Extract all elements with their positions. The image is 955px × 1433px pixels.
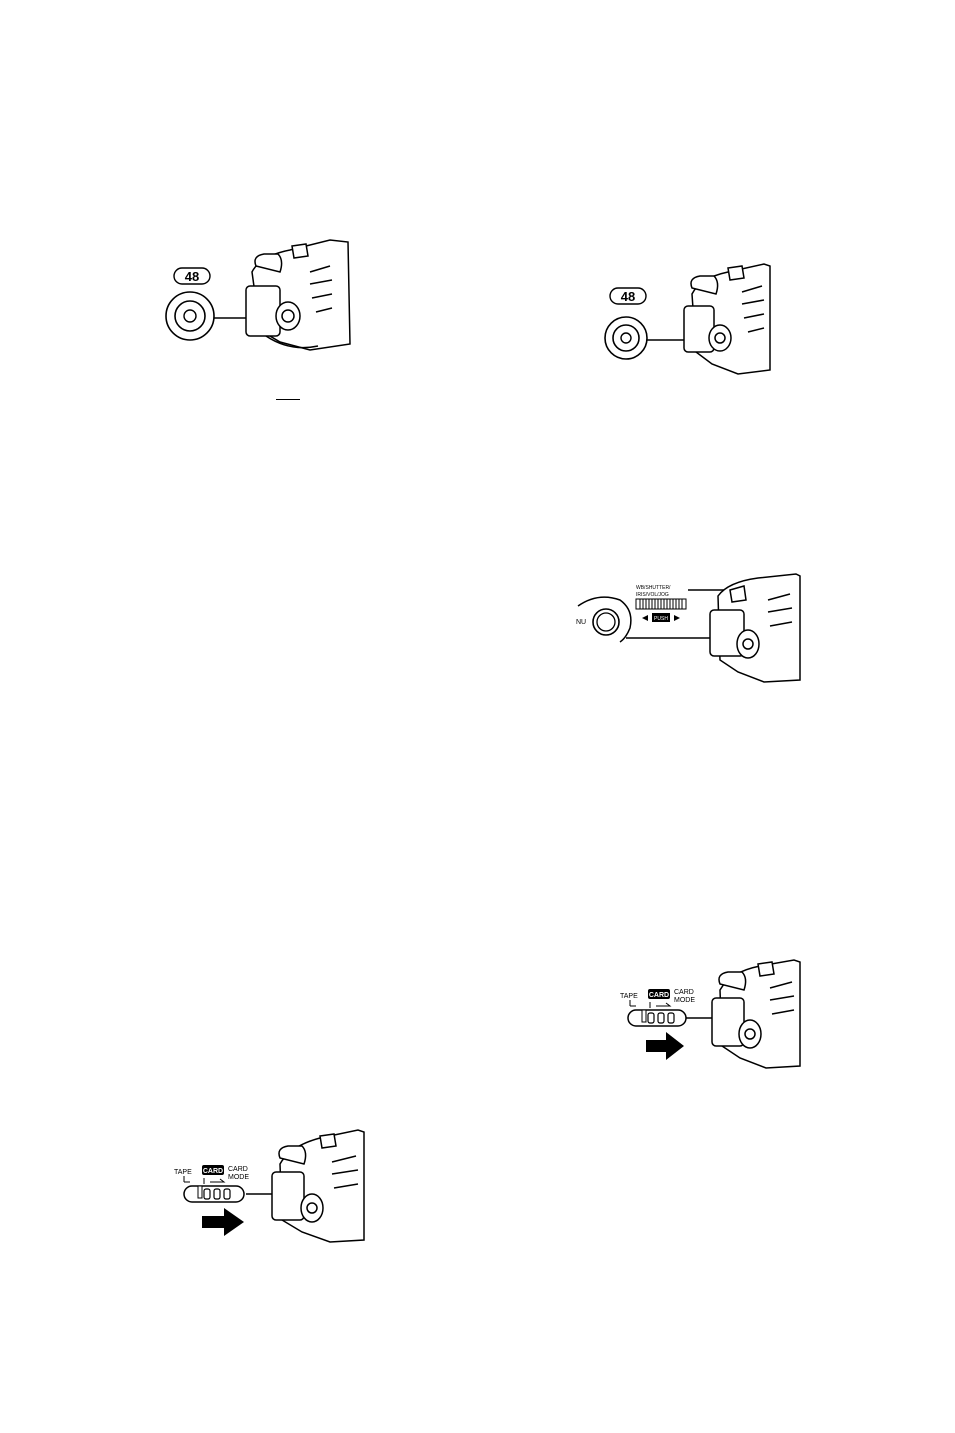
dial-label-line2: IRIS/VOL/JOG <box>636 592 669 598</box>
camera-body-icon <box>710 574 800 682</box>
rule-line <box>276 399 300 400</box>
arrow-right-icon <box>646 1032 684 1060</box>
page-ref-badge-text: 48 <box>621 289 635 304</box>
arrow-right-icon <box>202 1208 244 1236</box>
slide-switch-icon: TAPE CARD CARD MODE <box>174 1165 249 1202</box>
jog-dial-icon: WB/SHUTTER/ IRIS/VOL/JOG PUSH <box>636 585 686 622</box>
page-ref-badge: 48 <box>610 288 646 304</box>
figure-jog-dial: NU WB/SHUTTER/ IRIS/VOL/JOG PUSH <box>568 572 804 684</box>
tape-label: TAPE <box>620 993 638 1000</box>
tape-label: TAPE <box>174 1169 192 1176</box>
card-label: CARD <box>649 992 669 999</box>
menu-button-icon <box>605 317 647 359</box>
menu-label-partial: NU <box>576 619 586 626</box>
card-mode-label-1: CARD <box>674 989 694 996</box>
page-ref-badge: 48 <box>174 268 210 284</box>
slide-switch-icon: TAPE CARD CARD MODE <box>620 989 695 1026</box>
card-mode-label-2: MODE <box>674 997 695 1004</box>
card-mode-label-1: CARD <box>228 1166 248 1173</box>
push-label: PUSH <box>654 616 668 622</box>
card-mode-label-2: MODE <box>228 1174 249 1181</box>
menu-button-icon: NU <box>576 597 631 642</box>
figure-mode-switch-2: TAPE CARD CARD MODE <box>618 958 804 1070</box>
camera-body-icon <box>712 960 800 1068</box>
camera-body-icon <box>684 264 770 374</box>
dial-label-line1: WB/SHUTTER/ <box>636 585 671 591</box>
menu-button-icon <box>166 292 214 340</box>
figure-menu-button-2: 48 <box>604 258 784 378</box>
figure-mode-switch-1: TAPE CARD CARD MODE <box>172 1128 368 1244</box>
page-ref-badge-text: 48 <box>185 269 199 284</box>
camera-body-icon <box>246 240 350 350</box>
card-label: CARD <box>203 1168 223 1175</box>
figure-menu-button-1: 48 <box>160 236 370 366</box>
camera-body-icon <box>272 1130 364 1242</box>
